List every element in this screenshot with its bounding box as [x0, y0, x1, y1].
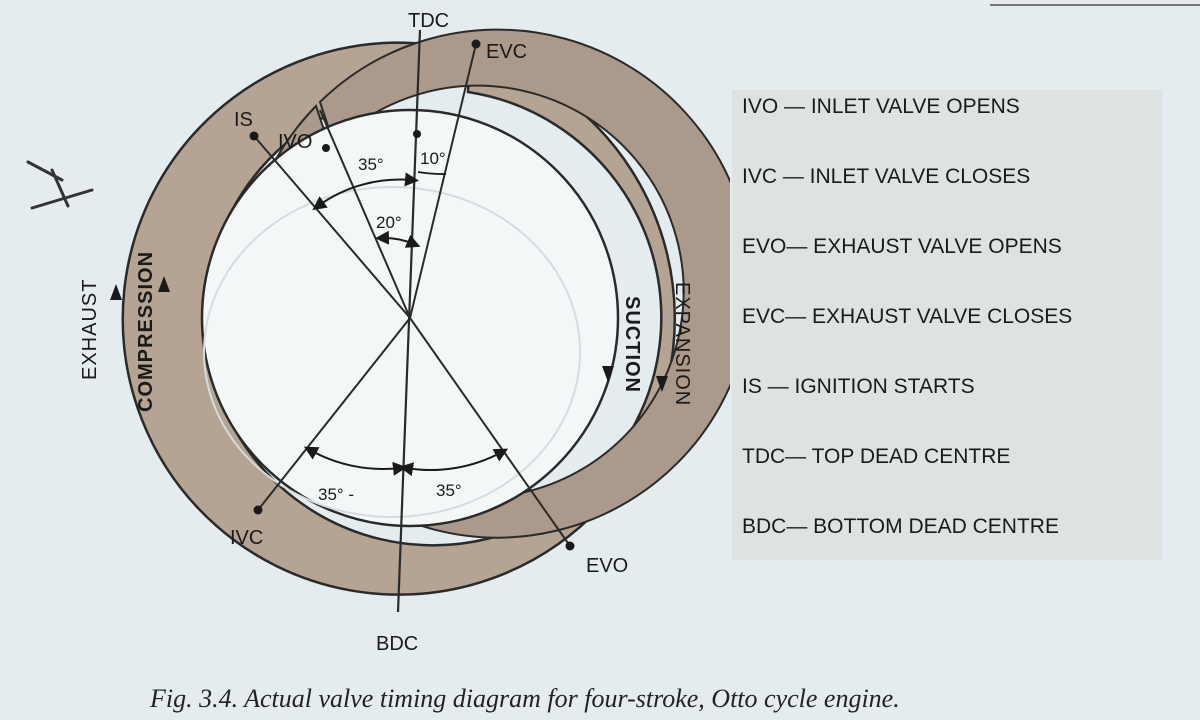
ivc-angle-label: 35° - — [318, 485, 354, 504]
is-point — [249, 131, 259, 141]
page-edge-rule — [990, 4, 1200, 6]
evc-line — [409, 43, 477, 319]
tdc-bdc-line — [396, 29, 422, 613]
handwritten-tick-mark — [26, 160, 94, 210]
ivo-angle-label: 35° — [358, 155, 384, 174]
evc-angle-arc — [417, 171, 447, 175]
legend-item-bdc: BDC— BOTTOM DEAD CENTRE — [742, 515, 1059, 538]
evc-point — [471, 39, 481, 49]
tdc-point — [413, 130, 421, 138]
evo-angle-arc — [399, 448, 509, 477]
evc-angle-label: 10° — [420, 149, 446, 168]
legend-item-evc: EVC— EXHAUST VALVE CLOSES — [742, 305, 1073, 328]
legend-item-evo: EVO— EXHAUST VALVE OPENS — [742, 235, 1062, 258]
is-line — [253, 135, 411, 319]
ivc-point — [253, 505, 263, 515]
exhaust-direction-arrow — [110, 284, 122, 300]
expansion-direction-arrow — [656, 376, 668, 392]
suction-direction-arrow — [602, 366, 614, 382]
ivo-label: IVO — [278, 131, 312, 153]
abbreviation-legend: IVO — INLET VALVE OPENS IVC — INLET VALV… — [742, 92, 1072, 582]
evc-label: EVC — [486, 41, 527, 63]
legend-item-tdc: TDC— TOP DEAD CENTRE — [742, 445, 1011, 468]
valve-timing-diagram: TDC EVC IS IVO IVC EVO BDC 35° 10° 20° 3… — [79, 10, 730, 655]
evo-angle-label: 35° — [436, 481, 462, 500]
compression-stroke-label: COMPRESSION — [135, 251, 157, 412]
bdc-label: BDC — [376, 633, 418, 655]
compression-direction-arrow — [158, 276, 170, 292]
legend-item-is: IS — IGNITION STARTS — [742, 375, 975, 398]
is-label: IS — [234, 109, 253, 131]
evo-point — [565, 541, 575, 551]
ivo-line — [319, 109, 411, 319]
inner-suction-ring — [242, 28, 730, 539]
ivc-angle-arc — [303, 446, 407, 476]
legend-item-ivc: IVC — INLET VALVE CLOSES — [742, 165, 1031, 188]
legend-item-ivo: IVO — INLET VALVE OPENS — [742, 95, 1020, 118]
evo-label: EVO — [586, 555, 628, 577]
tdc-label: TDC — [408, 10, 449, 32]
expansion-stroke-label: EXPANSION — [671, 282, 693, 406]
legend-panel — [732, 90, 1162, 560]
exhaust-stroke-label: EXHAUST — [79, 279, 101, 380]
ivo-angle-arc — [312, 172, 419, 211]
suction-stroke-label: SUCTION — [621, 296, 643, 393]
figure-caption: Fig. 3.4. Actual valve timing diagram fo… — [150, 684, 900, 713]
ivo-point — [322, 144, 330, 152]
ivc-line — [257, 317, 411, 511]
is-angle-arc — [375, 230, 421, 248]
evo-line — [409, 317, 571, 547]
ivc-label: IVC — [230, 527, 263, 549]
is-angle-label: 20° — [376, 213, 402, 232]
